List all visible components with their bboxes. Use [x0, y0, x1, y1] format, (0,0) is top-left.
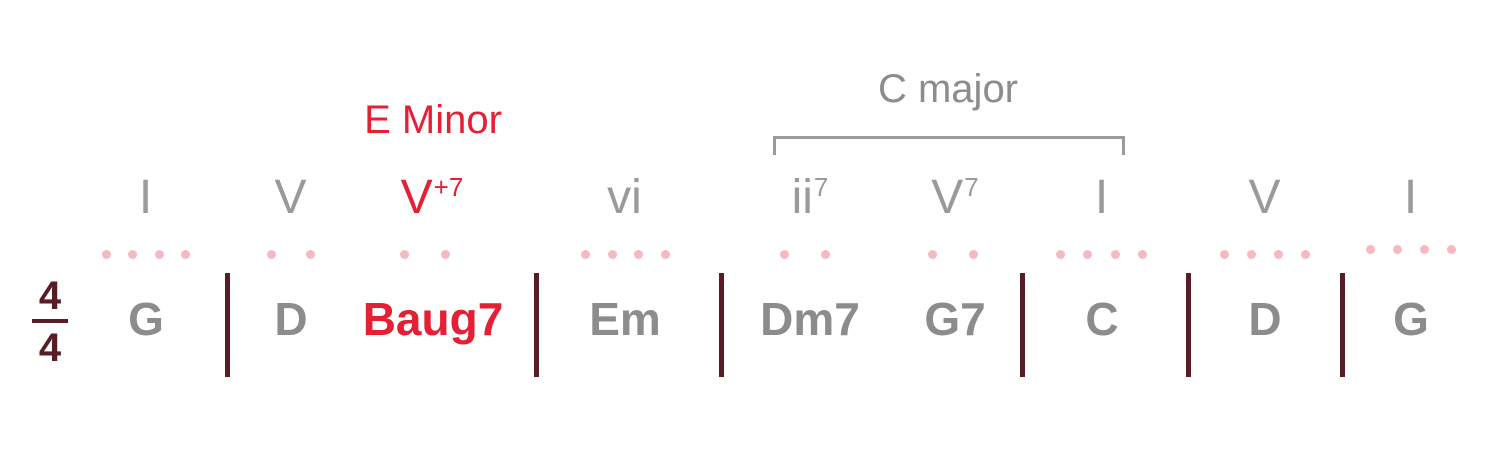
beat-dots [267, 250, 315, 260]
roman-numeral: V7 [931, 171, 979, 224]
barline [225, 273, 230, 377]
roman-numeral: I [138, 171, 153, 224]
chord-symbol: G [1393, 293, 1429, 345]
time-signature: 4 4 [32, 275, 68, 369]
c-major-bracket [773, 136, 1125, 155]
chord-symbol: C [1085, 293, 1119, 345]
beat-dots [400, 250, 450, 260]
beat-dots [102, 250, 190, 260]
beat-dots [1366, 245, 1456, 255]
beat-dots [581, 250, 670, 260]
roman-numeral: vi [607, 171, 642, 224]
roman-numeral-highlight: V+7 [400, 171, 464, 224]
key-label-c-major: C major [877, 67, 1019, 111]
beat-dots [780, 250, 830, 260]
time-signature-bottom: 4 [38, 326, 62, 370]
roman-numeral: V [1248, 171, 1281, 224]
chord-symbol-highlight: Baug7 [362, 293, 504, 345]
barline [719, 273, 724, 377]
barline [1186, 273, 1191, 377]
chord-symbol: G7 [924, 293, 986, 345]
chord-symbol: G [128, 293, 164, 345]
chord-symbol: Dm7 [760, 293, 860, 345]
chord-symbol: D [274, 293, 308, 345]
roman-numeral: I [1094, 171, 1109, 224]
roman-numeral: ii7 [791, 171, 829, 224]
key-label-e-minor: E Minor [364, 98, 502, 142]
chord-symbol: D [1248, 293, 1282, 345]
beat-dots [1056, 250, 1147, 260]
time-signature-top: 4 [38, 274, 62, 318]
barline [1020, 273, 1025, 377]
roman-numeral: V [274, 171, 307, 224]
barline [1340, 273, 1345, 377]
barline [534, 273, 539, 377]
beat-dots [928, 250, 978, 260]
beat-dots [1220, 250, 1310, 260]
roman-numeral: I [1403, 171, 1418, 224]
time-signature-divider [32, 319, 68, 323]
chord-symbol: Em [589, 293, 661, 345]
